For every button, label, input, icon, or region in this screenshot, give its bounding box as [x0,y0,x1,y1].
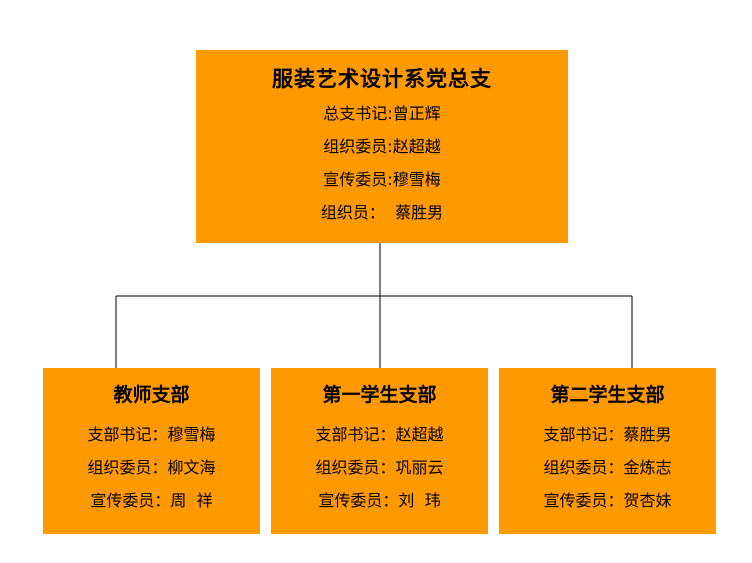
root-node-members: 总支书记:曾正辉 组织委员:赵超越 宣传委员:穆雪梅 组织员： 蔡胜男 [196,97,568,229]
root-member-line: 总支书记:曾正辉 [323,104,441,123]
branch-member-line: 组织委员：金炼志 [543,458,672,477]
branch-title: 教师支部 [113,384,190,406]
branch-member-line: 组织委员：巩丽云 [315,458,444,477]
branch-members: 支部书记：穆雪梅 组织委员：柳文海 宣传委员：周 祥 [43,418,260,517]
branch-member-line: 支部书记：穆雪梅 [87,425,216,444]
branch-title: 第二学生支部 [550,384,665,406]
branch-member-line: 组织委员：柳文海 [87,458,216,477]
branch-node-student-1: 第一学生支部 支部书记：赵超越 组织委员：巩丽云 宣传委员：刘 玮 [271,368,488,534]
branch-members: 支部书记：蔡胜男 组织委员：金炼志 宣传委员：贺杏妹 [499,418,716,517]
root-node-box: 服装艺术设计系党总支 总支书记:曾正辉 组织委员:赵超越 宣传委员:穆雪梅 组织… [196,50,568,243]
root-node-title: 服装艺术设计系党总支 [272,67,492,91]
branch-member-line: 支部书记：赵超越 [315,425,444,444]
branch-member-line: 宣传委员：周 祥 [90,491,213,510]
root-member-line: 组织委员:赵超越 [323,137,441,156]
branch-members: 支部书记：赵超越 组织委员：巩丽云 宣传委员：刘 玮 [271,418,488,517]
branch-title: 第一学生支部 [322,384,437,406]
root-member-line: 宣传委员:穆雪梅 [323,170,441,189]
root-member-line: 组织员： 蔡胜男 [320,203,444,222]
branch-node-student-2: 第二学生支部 支部书记：蔡胜男 组织委员：金炼志 宣传委员：贺杏妹 [499,368,716,534]
branch-member-line: 宣传委员：刘 玮 [318,491,441,510]
branch-node-teachers: 教师支部 支部书记：穆雪梅 组织委员：柳文海 宣传委员：周 祥 [43,368,260,534]
branch-member-line: 支部书记：蔡胜男 [543,425,672,444]
branch-member-line: 宣传委员：贺杏妹 [543,491,672,510]
